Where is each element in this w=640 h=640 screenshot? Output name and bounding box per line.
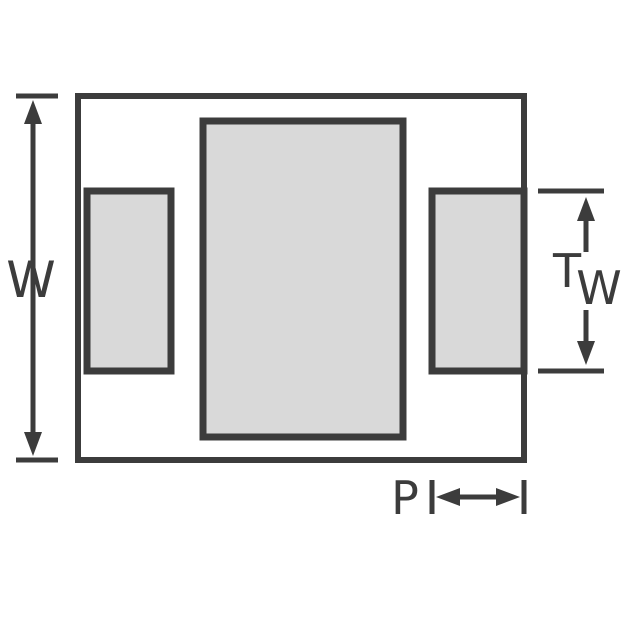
terminal-width-label-w: W: [576, 261, 621, 315]
left-terminal-pad: [83, 187, 175, 375]
arrowhead-right-icon: [496, 488, 520, 506]
right-terminal-pad: [428, 187, 528, 375]
arrowhead-down-icon: [24, 432, 42, 456]
pitch-label: P: [391, 471, 419, 525]
pitch-dimension: P: [391, 471, 527, 525]
arrowhead-down-icon: [577, 341, 595, 365]
terminal-width-label-t: T: [552, 244, 582, 298]
arrowhead-left-icon: [436, 488, 460, 506]
arrowhead-up-icon: [577, 197, 595, 221]
center-pad: [199, 117, 407, 441]
terminal-width-dimension: T W: [538, 188, 622, 374]
overall-width-dimension: W: [6, 93, 58, 463]
overall-width-label: W: [6, 251, 55, 309]
arrowhead-up-icon: [24, 100, 42, 124]
